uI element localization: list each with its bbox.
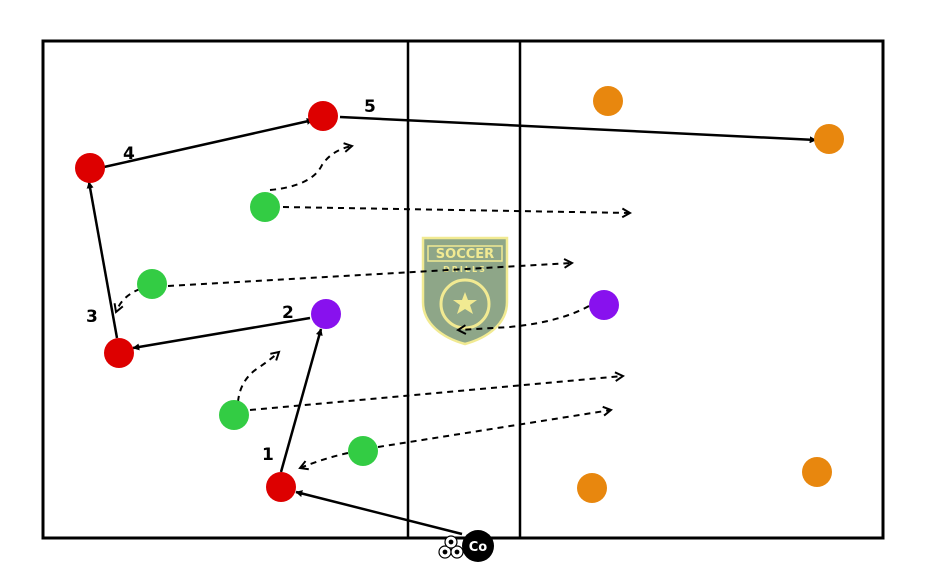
pass-labels: 1 2 3 4 5 (86, 97, 376, 465)
player-orange (814, 124, 844, 154)
run-arrow (249, 371, 625, 411)
pass-arrow-4 (103, 117, 314, 169)
soccer-drills-shield-icon: SOCCER DRILLS (421, 236, 509, 346)
run-arrow (113, 288, 141, 314)
player-red (266, 472, 296, 502)
pass-label-4: 4 (123, 144, 135, 164)
run-arrow (282, 206, 632, 219)
run-arrow (298, 452, 349, 471)
pass-arrow-1 (279, 328, 323, 473)
pass-arrow-coach (295, 490, 463, 536)
pass-label-1: 1 (262, 445, 274, 465)
soccer-balls-icon (438, 535, 464, 559)
red-team (75, 101, 338, 502)
player-green (137, 269, 167, 299)
run-arrow (237, 350, 281, 403)
player-red (104, 338, 134, 368)
player-green (348, 436, 378, 466)
orange-team (577, 86, 844, 503)
logo-line2: DRILLS (443, 265, 487, 274)
pass-label-3: 3 (86, 307, 98, 327)
pass-label-2: 2 (282, 303, 294, 323)
player-green (250, 192, 280, 222)
coach: Co (462, 530, 494, 562)
player-red (308, 101, 338, 131)
player-green (219, 400, 249, 430)
coach-label: Co (469, 540, 488, 555)
player-orange (593, 86, 623, 116)
player-orange (577, 473, 607, 503)
player-red (75, 153, 105, 183)
logo-line1: SOCCER (436, 247, 494, 262)
coach-marker (462, 530, 494, 562)
player-purple (311, 299, 341, 329)
purple-team (311, 290, 619, 329)
player-purple (589, 290, 619, 320)
pass-arrow-5 (339, 115, 817, 144)
green-team (137, 192, 378, 466)
pass-arrow-3 (86, 181, 119, 339)
run-arrow (456, 305, 590, 335)
pass-paths (86, 115, 817, 536)
player-orange (802, 457, 832, 487)
run-arrow (167, 258, 574, 287)
run-arrow (269, 142, 354, 191)
pass-label-5: 5 (364, 97, 376, 117)
pass-arrow-2 (132, 316, 311, 351)
run-paths (113, 142, 632, 471)
